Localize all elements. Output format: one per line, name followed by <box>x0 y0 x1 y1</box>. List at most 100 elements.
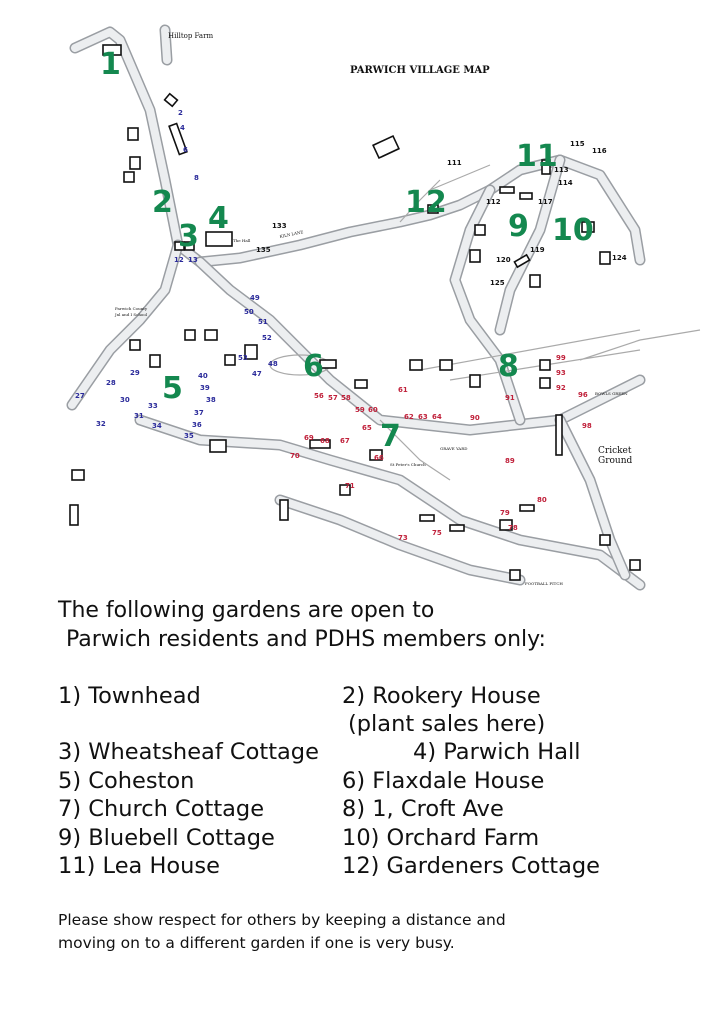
garden-item-note: (plant sales here) <box>348 711 546 737</box>
house-number: 31 <box>134 412 144 420</box>
house-number: 119 <box>530 246 545 254</box>
house-number: 91 <box>505 394 515 402</box>
house-number: 61 <box>398 386 408 394</box>
garden-marker-2: 2 <box>152 185 173 220</box>
house-number: 37 <box>194 409 204 417</box>
house-number: 8 <box>194 174 199 182</box>
house-number: 56 <box>314 392 324 400</box>
house-number: 64 <box>432 413 442 421</box>
grave-yard-label: GRAVE YARD <box>440 446 467 451</box>
house-number: 53 <box>238 354 248 362</box>
garden-marker-10: 10 <box>552 213 594 248</box>
garden-markers: 1 2 3 4 5 6 7 8 9 10 11 12 <box>100 47 594 454</box>
garden-marker-1: 1 <box>100 47 121 82</box>
house-number: 93 <box>556 369 566 377</box>
house-number: 28 <box>106 379 116 387</box>
house-number: 114 <box>558 179 573 187</box>
house-number: 34 <box>152 422 162 430</box>
note-line-2: moving on to a different garden if one i… <box>58 934 455 952</box>
house-number: 48 <box>268 360 278 368</box>
house-number: 80 <box>537 496 547 504</box>
house-number: 57 <box>328 394 338 402</box>
house-number: 111 <box>447 159 462 167</box>
house-number: 59 <box>355 406 365 414</box>
intro-line-2: Parwich residents and PDHS members only: <box>66 627 546 652</box>
house-number: 40 <box>198 372 208 380</box>
house-number: 6 <box>183 146 188 154</box>
house-number: 117 <box>538 198 553 206</box>
house-number: 112 <box>486 198 501 206</box>
house-number: 135 <box>256 246 271 254</box>
bowls-green-label: BOWLS GREEN <box>595 391 628 396</box>
house-number: 70 <box>290 452 300 460</box>
house-number: 29 <box>130 369 140 377</box>
house-number: 63 <box>418 413 428 421</box>
house-numbers: 2 4 6 8 12 13 49 50 51 52 53 40 39 38 37… <box>75 109 627 542</box>
garden-item: 7) Church Cottage <box>58 796 265 822</box>
school-label: Jnl and I School <box>114 312 148 317</box>
house-number: 96 <box>578 391 588 399</box>
garden-item: 8) 1, Croft Ave <box>342 796 504 822</box>
house-number: 51 <box>258 318 268 326</box>
house-number: 78 <box>508 524 518 532</box>
the-hall-label: The Hall <box>233 238 251 243</box>
house-number: 92 <box>556 384 566 392</box>
garden-item: 1) Townhead <box>58 683 201 709</box>
house-number: 67 <box>340 437 350 445</box>
house-number: 39 <box>200 384 210 392</box>
house-number: 30 <box>120 396 130 404</box>
house-number: 90 <box>470 414 480 422</box>
garden-item: 12) Gardeners Cottage <box>342 853 601 879</box>
garden-marker-11: 11 <box>516 139 558 174</box>
house-number: 113 <box>554 166 569 174</box>
house-number: 58 <box>341 394 351 402</box>
garden-item: 4) Parwich Hall <box>413 739 581 765</box>
football-pitch-label: FOOTBALL PITCH <box>525 581 563 586</box>
garden-marker-5: 5 <box>162 371 183 406</box>
roads <box>66 24 701 591</box>
house-number: 73 <box>398 534 408 542</box>
garden-marker-9: 9 <box>508 209 529 244</box>
house-number: 35 <box>184 432 194 440</box>
house-number: 124 <box>612 254 627 262</box>
school-label: Parwich County <box>115 306 148 311</box>
house-number: 50 <box>244 308 254 316</box>
garden-item: 6) Flaxdale House <box>342 768 545 794</box>
garden-marker-6: 6 <box>303 349 324 384</box>
garden-marker-3: 3 <box>178 219 199 254</box>
house-number: 47 <box>252 370 262 378</box>
intro-line-1: The following gardens are open to <box>58 598 435 623</box>
house-number: 62 <box>404 413 414 421</box>
house-number: 60 <box>368 406 378 414</box>
note-line-1: Please show respect for others by keepin… <box>58 911 506 929</box>
house-number: 49 <box>250 294 260 302</box>
house-number: 36 <box>192 421 202 429</box>
garden-item: 5) Coheston <box>58 768 195 794</box>
garden-item: 9) Bluebell Cottage <box>58 825 275 851</box>
house-number: 79 <box>500 509 510 517</box>
garden-item: 3) Wheatsheaf Cottage <box>58 739 319 765</box>
hilltop-farm-label: Hilltop Farm <box>168 32 213 40</box>
map-title: PARWICH VILLAGE MAP <box>350 65 490 76</box>
house-number: 13 <box>188 256 198 264</box>
map-labels: PARWICH VILLAGE MAP Hilltop Farm Cricket… <box>114 32 633 586</box>
garden-marker-12: 12 <box>405 185 447 220</box>
village-map: PARWICH VILLAGE MAP Hilltop Farm Cricket… <box>66 24 701 591</box>
kiln-lane-label: KILN LANE <box>279 229 304 239</box>
garden-marker-8: 8 <box>498 349 519 384</box>
house-number: 33 <box>148 402 158 410</box>
house-number: 66 <box>374 454 384 462</box>
garden-item: 11) Lea House <box>58 853 220 879</box>
house-number: 133 <box>272 222 287 230</box>
house-number: 38 <box>206 396 216 404</box>
cricket-ground-label: Cricket <box>598 446 632 456</box>
house-number: 120 <box>496 256 511 264</box>
house-number: 89 <box>505 457 515 465</box>
house-number: 116 <box>592 147 607 155</box>
house-number: 69 <box>304 434 314 442</box>
house-number: 99 <box>556 354 566 362</box>
garden-item: 10) Orchard Farm <box>342 825 540 851</box>
buildings <box>69 44 641 581</box>
house-number: 27 <box>75 392 85 400</box>
house-number: 125 <box>490 279 505 287</box>
